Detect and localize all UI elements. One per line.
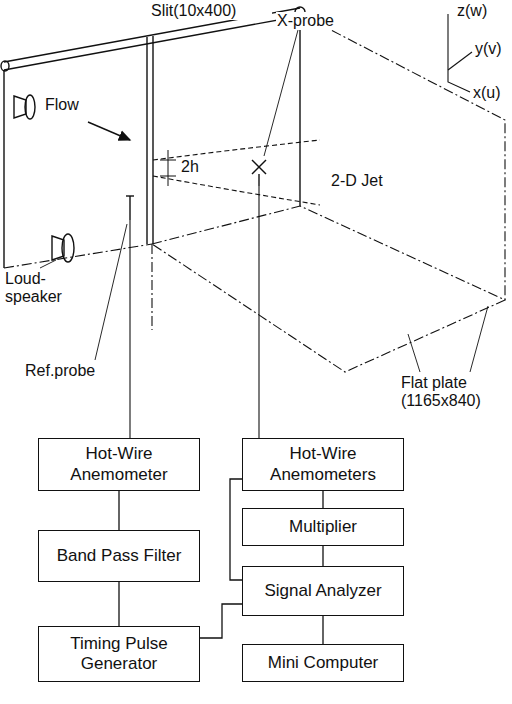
probe-wire — [258, 186, 259, 438]
instrument-box: Timing Pulse Generator — [38, 626, 200, 682]
figure-label: Loud- speaker — [4, 270, 76, 307]
instrument-box: Band Pass Filter — [38, 530, 200, 582]
loudspeaker-icon — [52, 234, 74, 262]
x-probe — [252, 160, 266, 186]
figure-label: Flat plate (1165x840) — [400, 374, 506, 411]
box-label: Timing Pulse Generator — [45, 634, 193, 675]
box-label: Multiplier — [289, 517, 357, 537]
instrument-box: Mini Computer — [242, 644, 404, 682]
instrument-box: Hot-Wire Anemometers — [242, 438, 404, 491]
leader-line — [264, 30, 298, 156]
figure-label: Flow — [44, 96, 96, 114]
box-label: Signal Analyzer — [264, 581, 381, 601]
signal-line — [119, 491, 120, 530]
instrument-box: Signal Analyzer — [242, 566, 404, 616]
slit-width-mark — [160, 150, 176, 186]
leader-line — [408, 334, 420, 372]
instrument-box: Hot-Wire Anemometer — [38, 438, 200, 491]
figure-label: y(v) — [474, 40, 512, 58]
figure-label: z(w) — [456, 2, 508, 20]
figure-label: 2-D Jet — [330, 172, 402, 190]
coordinate-axes — [448, 14, 472, 92]
box-label: Band Pass Filter — [57, 546, 182, 566]
figure-label: 2h — [180, 158, 212, 176]
leader-line — [470, 306, 488, 372]
signal-line — [230, 479, 242, 580]
instrument-box: Multiplier — [242, 508, 404, 546]
signal-line — [119, 582, 120, 626]
box-label: Mini Computer — [268, 653, 379, 673]
flat-plate-outline — [4, 14, 505, 372]
reference-probe — [126, 196, 134, 220]
figure-label: Slit(10x400) — [150, 2, 272, 20]
box-label: Hot-Wire Anemometers — [249, 444, 397, 485]
leader-line — [95, 224, 127, 360]
loudspeaker-icon — [14, 95, 35, 119]
signal-line — [323, 616, 324, 644]
figure-label: X-probe — [276, 12, 358, 30]
box-label: Hot-Wire Anemometer — [45, 444, 193, 485]
two-d-jet — [153, 140, 320, 205]
signal-line — [200, 604, 242, 638]
figure-label: Ref.probe — [24, 362, 106, 380]
signal-line — [323, 491, 324, 508]
leader-line — [40, 260, 56, 268]
signal-line — [323, 546, 324, 566]
flow-arrow — [88, 122, 130, 140]
probe-wire — [129, 220, 130, 438]
figure-label: x(u) — [472, 84, 510, 102]
